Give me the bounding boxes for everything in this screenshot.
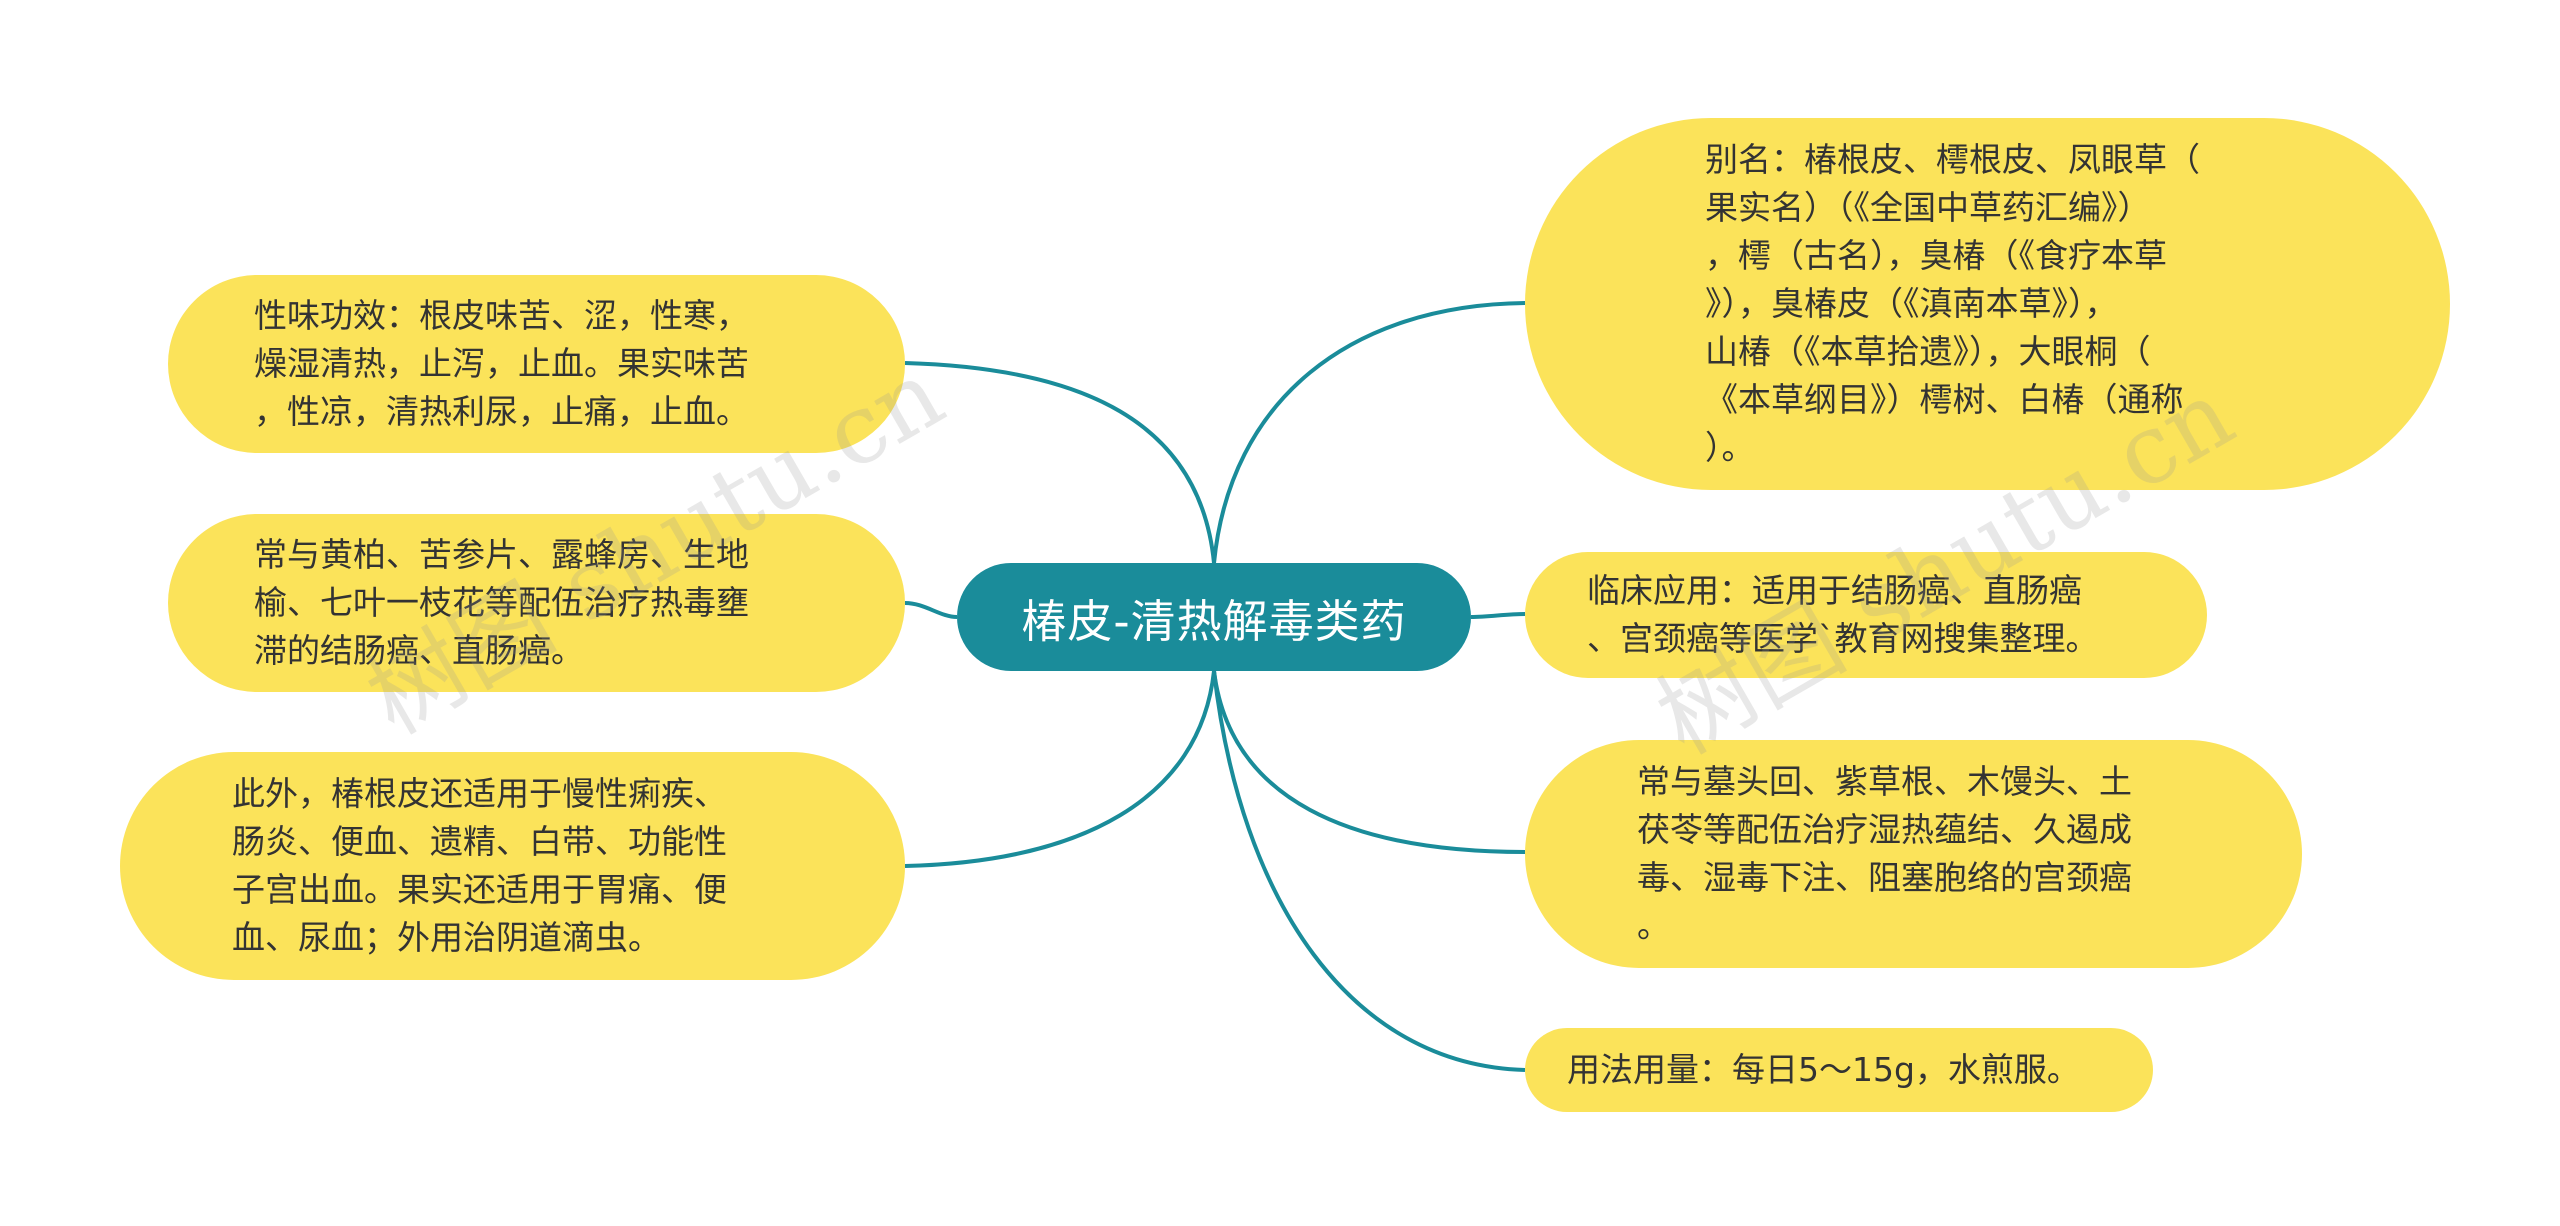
connector-right-4: [1212, 670, 1526, 1072]
connector-left-1: [904, 361, 1216, 564]
topic-right-clinical[interactable]: 临床应用：适用于结肠癌、直肠癌 、宫颈癌等医学`教育网搜集整理。: [1525, 552, 2207, 678]
topic-right-aliases-text: 别名：椿根皮、樗根皮、凤眼草（ 果实名）（《全国中草药汇编》） ，樗（古名），臭…: [1705, 140, 2200, 467]
connector-right-1: [1212, 301, 1526, 564]
topic-left-other-uses[interactable]: 此外，椿根皮还适用于慢性痢疾、 肠炎、便血、遗精、白带、功能性 子宫出血。果实还…: [120, 752, 905, 980]
connector-right-2: [1470, 612, 1526, 619]
topic-right-dosage-text: 用法用量：每日5～15g，水煎服。: [1567, 1050, 2080, 1089]
topic-right-aliases[interactable]: 别名：椿根皮、樗根皮、凤眼草（ 果实名）（《全国中草药汇编》） ，樗（古名），臭…: [1525, 118, 2450, 490]
topic-left-combination[interactable]: 常与黄柏、苦参片、露蜂房、生地 榆、七叶一枝花等配伍治疗热毒壅 滞的结肠癌、直肠…: [168, 514, 905, 692]
topic-right-dosage[interactable]: 用法用量：每日5～15g，水煎服。: [1525, 1028, 2153, 1112]
topic-left-combination-text: 常与黄柏、苦参片、露蜂房、生地 榆、七叶一枝花等配伍治疗热毒壅 滞的结肠癌、直肠…: [254, 535, 749, 670]
connector-right-3: [1212, 670, 1526, 854]
topic-left-properties-text: 性味功效：根皮味苦、涩，性寒， 燥湿清热，止泻，止血。果实味苦 ，性凉，清热利尿…: [254, 296, 749, 431]
topic-left-other-uses-text: 此外，椿根皮还适用于慢性痢疾、 肠炎、便血、遗精、白带、功能性 子宫出血。果实还…: [232, 774, 727, 957]
central-topic-label: 椿皮-清热解毒类药: [1021, 594, 1407, 648]
topic-right-cervical[interactable]: 常与墓头回、紫草根、木馒头、土 茯苓等配伍治疗湿热蕴结、久遏成 毒、湿毒下注、阻…: [1525, 740, 2302, 968]
connector-left-2: [904, 601, 958, 619]
central-topic[interactable]: 椿皮-清热解毒类药: [957, 563, 1471, 671]
connector-left-3: [904, 670, 1216, 868]
topic-right-cervical-text: 常与墓头回、紫草根、木馒头、土 茯苓等配伍治疗湿热蕴结、久遏成 毒、湿毒下注、阻…: [1637, 762, 2132, 945]
topic-left-properties[interactable]: 性味功效：根皮味苦、涩，性寒， 燥湿清热，止泻，止血。果实味苦 ，性凉，清热利尿…: [168, 275, 905, 453]
topic-right-clinical-text: 临床应用：适用于结肠癌、直肠癌 、宫颈癌等医学`教育网搜集整理。: [1587, 571, 2099, 658]
